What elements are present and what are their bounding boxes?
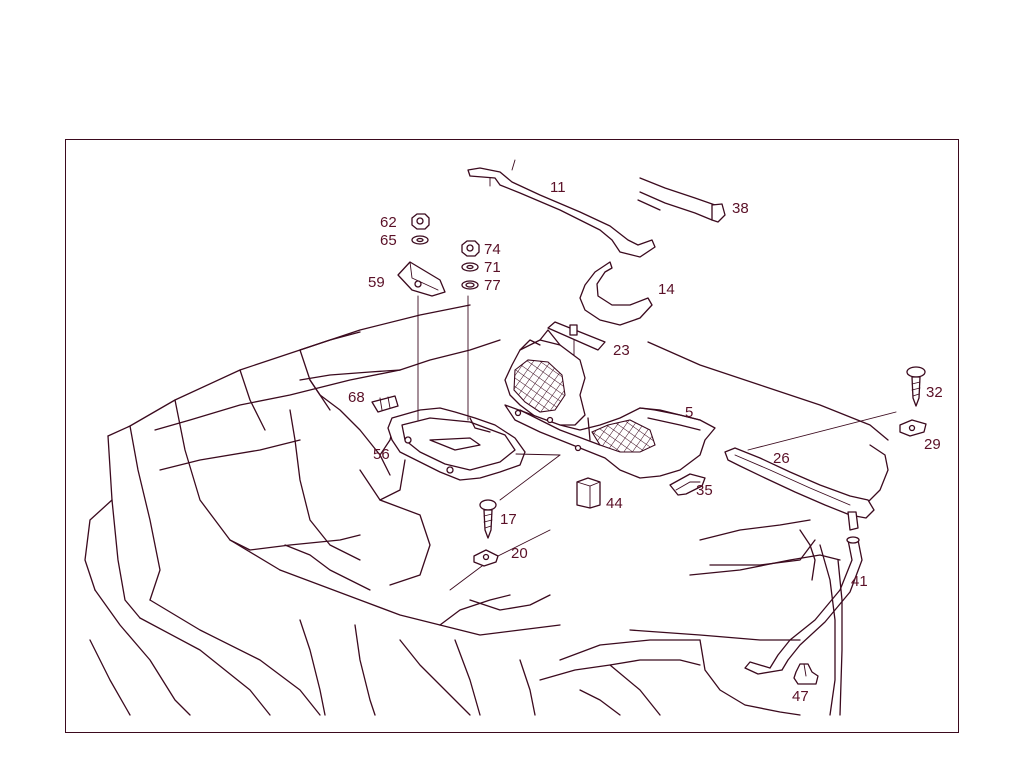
part-32-screw — [906, 366, 926, 407]
part-20-clip-nut — [473, 549, 499, 567]
part-17-screw — [479, 499, 497, 539]
callout-17: 17 — [500, 511, 517, 528]
part-71-washer — [461, 262, 479, 272]
part-59-bracket — [397, 261, 446, 297]
part-56-tray — [387, 295, 526, 481]
callout-62: 62 — [380, 214, 397, 231]
part-29-clip-nut — [899, 419, 927, 437]
part-62-nut — [411, 213, 430, 230]
part-44-block — [576, 477, 601, 509]
callout-26: 26 — [773, 450, 790, 467]
part-35-clip — [669, 473, 706, 496]
part-14-curved-seal — [579, 261, 653, 326]
callout-35: 35 — [696, 482, 713, 499]
callout-59: 59 — [368, 274, 385, 291]
part-11-cowl-strip — [467, 159, 656, 258]
callout-20: 20 — [511, 545, 528, 562]
part-65-washer — [411, 235, 429, 245]
callout-65: 65 — [380, 232, 397, 249]
part-74-nut — [461, 240, 480, 257]
callout-labels: 11 38 62 65 74 71 77 59 14 23 32 68 5 29… — [348, 179, 943, 705]
callout-41: 41 — [851, 573, 868, 590]
callout-14: 14 — [658, 281, 675, 298]
diagram-frame — [65, 139, 959, 733]
callout-5: 5 — [685, 404, 693, 421]
part-68-clip — [371, 395, 399, 413]
body-outline — [84, 304, 889, 716]
callout-47: 47 — [792, 688, 809, 705]
leader-lines — [499, 453, 561, 501]
part-41-hose — [744, 536, 863, 675]
callout-11: 11 — [550, 179, 566, 196]
callout-32: 32 — [926, 384, 943, 401]
part-26-seal-strip — [724, 411, 897, 531]
callout-29: 29 — [924, 436, 941, 453]
part-47-clip — [793, 663, 819, 685]
callout-23: 23 — [613, 342, 630, 359]
part-5-cowl-panel — [504, 329, 716, 479]
callout-56: 56 — [373, 446, 390, 463]
callout-44: 44 — [606, 495, 623, 512]
part-77-washer — [461, 280, 479, 290]
part-38-edge-strip — [637, 177, 726, 223]
callout-68: 68 — [348, 389, 365, 406]
callout-77: 77 — [484, 277, 501, 294]
callout-71: 71 — [484, 259, 501, 276]
callout-74: 74 — [484, 241, 501, 258]
callout-38: 38 — [732, 200, 749, 217]
